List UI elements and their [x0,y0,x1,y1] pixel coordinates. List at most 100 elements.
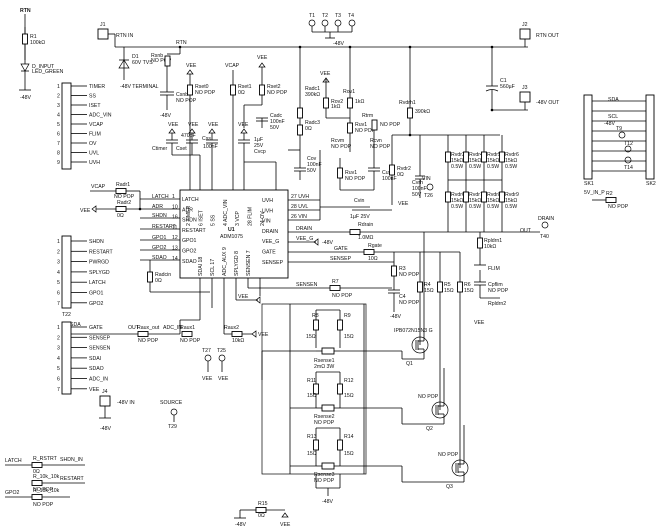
tp-t26: T26 [424,193,433,199]
header-pin-num: 8 [57,151,60,157]
ic-pin-name-top: 6 ISET [198,209,204,226]
out-aux: OUT [128,325,140,331]
ic-left-nets: VCAP Radr1 NO POP VEE Radr2 0Ω LATCH ADR… [80,182,210,293]
net-adr: ADR [152,204,163,210]
ccvp-volt: 25V [254,143,264,149]
rtrm-nopop: NO POP [380,122,401,128]
header-signal: UVH [89,160,100,166]
header-signal: SS [89,94,96,100]
hdr-t22: T22 [62,312,71,318]
header-pin-num: 7 [57,141,60,147]
rvdr-bot-pwr: 0.5W [487,204,499,210]
vee-cap2: VEE [188,122,199,128]
ic-pin-name-bottom: SDAI 18 [198,257,204,276]
j3-connector: J3 -48V OUT [519,85,560,110]
rsense1-val: 2mΩ 3W [314,364,334,370]
header-pin-num: 3 [57,260,60,266]
rvdr-bot-val: 15kΩ [469,198,481,204]
ic-pin-name-right: DRAIN [262,229,278,235]
header-signal: ADC_VIN [89,113,112,119]
radcin-ref: Radcin [155,272,171,278]
header-signal: GATE [89,325,103,331]
r13-ref: R13 [307,434,317,440]
ic-pin-name-bottom: ADC_AUX 9 [222,247,228,276]
header-signal: ISET [89,103,101,109]
signal-header-mid: T22 [61,235,72,318]
cvrh-val: 100nF [412,186,427,192]
rvdr-top-val: 15kΩ [451,158,463,164]
ic-pin-num-left: 14 [172,256,178,262]
header-pin-num: 3 [57,103,60,109]
rvdr-top-ref: Rvdr3 [451,152,465,158]
j2-connector: J2 RTN OUT [519,22,560,47]
r15-val: 0Ω [258,513,265,519]
tp-t2: T2 [322,13,328,19]
mosfet-nopop: NO POP [418,394,439,400]
header-pin-num: 6 [57,377,60,383]
rdrain-val: 1.0MΩ [358,235,374,241]
ic-pin-name-right: GATE [262,250,276,256]
rvdr-bot-pwr: 0.5W [451,204,463,210]
radr1-nopop: NO POP [114,194,135,200]
gate-resistors: R4 15Ω R5 15Ω R6 15Ω [394,251,474,468]
ccvp-ref: Cvcp [254,149,266,155]
rvdr-top-pwr: 0.5W [451,164,463,170]
header-pin-num: 2 [57,335,60,341]
rvdr-top-pwr: 0.5W [469,164,481,170]
header-pin-num: 1 [57,239,60,245]
out-label: OUT [520,228,532,234]
test-points-top: T1 T2 T3 T4 -48V [308,13,356,47]
rset-ref: Rset0 [195,84,209,90]
net-sdao: SDAO [152,255,167,261]
led-value: LED_GREEN [32,69,64,75]
drain-gate-nets: DRAIN DRAIN T40 OUT VEE_G -48V GATE Rgat… [288,216,554,326]
cflim-nopop: NO POP [488,288,509,294]
r14-ref: R14 [344,434,354,440]
raux2-ref: Raux2 [224,325,239,331]
tp-t12: T12 [624,141,633,147]
header-pin-num: 7 [57,387,60,393]
rvdr-bot-val: 15kΩ [505,198,517,204]
i2c-connector: SK1 SK2 SDA SCL [583,94,656,187]
rvdrh1-val: 390kΩ [415,109,430,115]
cvrh-volt: 50V [412,192,422,198]
header-signal: SDAI [89,356,101,362]
header-signal: GPO1 [89,291,104,297]
r12-val: 15Ω [344,393,354,399]
cset-ref: Cset [176,146,187,152]
input-led-circuit: RTN R1 100kΩ D_INPUT LED_GREEN -48V [19,8,64,101]
r11-val: 15Ω [307,393,317,399]
cflim-ref: Cpflim [488,282,503,288]
ruv1-val: NO POP [355,128,376,134]
rvdr-top-ref: Rvdr4 [469,152,483,158]
r-10k-2-nopop: NO POP [33,502,54,508]
rvdr2-val: 0Ω [397,172,404,178]
header1-labels: TIMER1SS2ISET3ADC_VIN4VCAP5FLIM6OV7UVL8U… [57,84,112,166]
ic-pin-name-left: GPO1 [182,238,197,244]
cvin-ref: Cvin [354,198,364,204]
header-pin-num: 1 [57,84,60,90]
ic-ref: U1 [228,227,235,233]
vcap-net: VCAP [91,184,106,190]
net-uvh: 27 UVH [291,194,309,200]
rov1-ref: Rov1 [343,89,355,95]
c4-neg48: -48V [390,314,401,320]
radc1-val: 390kΩ [305,92,320,98]
ic-pin-name-top: 28 FLIM [248,207,254,226]
net-gpo2: GPO2 [152,245,167,251]
sv-in: 5V_IN_P [584,190,605,196]
mosfet-ref: Q2 [426,426,433,432]
rsense2-nopop: NO POP [314,420,335,426]
tp-t4: T4 [348,13,354,19]
conn-neg48: -48V [604,121,615,127]
rvdr2-ref: Rvdr2 [397,166,411,172]
ic-pin-name-bottom: SENSEN 7 [246,250,252,276]
rset1-ref: Rset1 [238,84,252,90]
tvs-diode: D1 60V TVS -48V TERMINAL RTN [118,40,187,90]
csnb-ref: Csnb [176,92,188,98]
tvs-value: 60V TVS [132,60,153,66]
r8-ref: R8 [312,313,319,319]
